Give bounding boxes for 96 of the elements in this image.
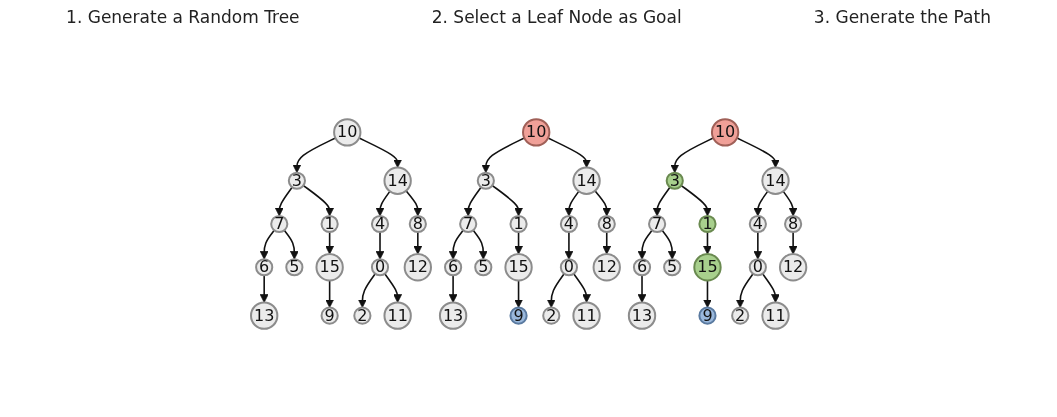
arrow <box>405 190 423 217</box>
arrow <box>735 273 754 308</box>
arrow <box>564 190 580 217</box>
arrow <box>602 231 611 255</box>
arrow <box>736 137 780 168</box>
node-circle: 10 <box>332 118 362 147</box>
arrow <box>448 274 458 303</box>
node-circle: 0 <box>748 258 767 277</box>
arrow <box>358 137 402 168</box>
node-circle: 6 <box>443 258 463 277</box>
node-circle: 8 <box>408 214 427 234</box>
node-circle: 11 <box>383 301 412 330</box>
arrow <box>546 273 565 308</box>
arrow <box>472 229 488 260</box>
node-circle: 9 <box>698 306 717 325</box>
node-circle: 13 <box>627 301 657 330</box>
arrow <box>514 279 523 308</box>
node-circle: 15 <box>693 253 722 282</box>
node-circle: 12 <box>592 253 621 282</box>
arrow <box>753 231 763 260</box>
node-circle: 0 <box>559 258 578 277</box>
panel-title: 2. Select a Leaf Node as Goal <box>431 7 682 27</box>
node-circle: 15 <box>315 253 344 282</box>
node-circle: 12 <box>403 253 432 282</box>
arrow <box>491 184 523 217</box>
arrow <box>652 186 671 217</box>
node-circle: 6 <box>254 258 274 277</box>
arrow <box>637 274 647 303</box>
node-circle: 13 <box>438 301 468 330</box>
arrow <box>702 231 712 255</box>
node-circle: 8 <box>783 214 803 234</box>
node-circle: 13 <box>249 301 279 330</box>
arrow <box>325 231 334 255</box>
node-circle: 5 <box>662 258 682 277</box>
node-circle: 1 <box>698 214 717 234</box>
arrow <box>274 186 293 217</box>
node-circle: 9 <box>320 306 339 325</box>
node-circle: 5 <box>474 258 493 277</box>
node-circle: 1 <box>320 214 339 234</box>
arrow <box>564 231 574 260</box>
arrow <box>413 231 423 255</box>
node-circle: 2 <box>353 306 372 325</box>
arrow <box>572 273 591 303</box>
node-circle: 14 <box>383 166 412 195</box>
arrow <box>283 229 299 260</box>
arrow <box>375 190 391 217</box>
node-circle: 3 <box>665 171 684 190</box>
arrow <box>788 231 798 255</box>
arrow <box>481 137 525 174</box>
node-circle: 10 <box>521 118 551 147</box>
node-circle: 7 <box>458 214 478 234</box>
arrow <box>448 229 464 260</box>
node-circle: 4 <box>559 214 578 234</box>
arrow <box>702 279 712 308</box>
arrow <box>375 231 385 260</box>
node-circle: 7 <box>647 214 667 234</box>
arrow <box>302 184 334 217</box>
arrow <box>661 229 677 260</box>
panel-title: 1. Generate a Random Tree <box>66 7 300 27</box>
arrow <box>761 273 780 303</box>
node-circle: 5 <box>285 258 304 277</box>
arrow <box>670 137 714 174</box>
node-circle: 2 <box>730 306 750 325</box>
panel-title: 3. Generate the Path <box>813 7 991 27</box>
node-circle: 8 <box>597 214 616 234</box>
arrow <box>680 184 712 217</box>
node-circle: 7 <box>270 214 289 234</box>
arrow <box>514 231 523 255</box>
node-circle: 2 <box>542 306 561 325</box>
node-circle: 15 <box>504 253 533 282</box>
arrow <box>357 273 376 308</box>
arrow <box>637 229 653 260</box>
arrow <box>259 274 269 303</box>
arrow <box>259 229 275 260</box>
arrow <box>325 279 334 308</box>
arrow <box>594 190 611 217</box>
node-circle: 4 <box>370 214 389 234</box>
node-circle: 0 <box>370 258 389 277</box>
node-circle: 3 <box>476 171 495 190</box>
node-circle: 9 <box>509 306 528 325</box>
node-circle: 12 <box>778 253 808 282</box>
node-circle: 11 <box>761 301 790 330</box>
node-circle: 10 <box>710 118 740 147</box>
arrow <box>383 273 402 303</box>
node-circle: 3 <box>287 171 306 190</box>
node-circle: 1 <box>509 214 528 234</box>
arrow <box>753 190 769 217</box>
arrow <box>463 186 482 217</box>
node-circle: 4 <box>748 214 767 234</box>
node-circle: 14 <box>761 166 790 195</box>
arrow <box>547 137 591 168</box>
arrow <box>292 137 337 174</box>
node-circle: 6 <box>632 258 651 277</box>
node-circle: 11 <box>572 301 601 330</box>
node-circle: 14 <box>572 166 601 195</box>
arrow <box>782 190 798 217</box>
